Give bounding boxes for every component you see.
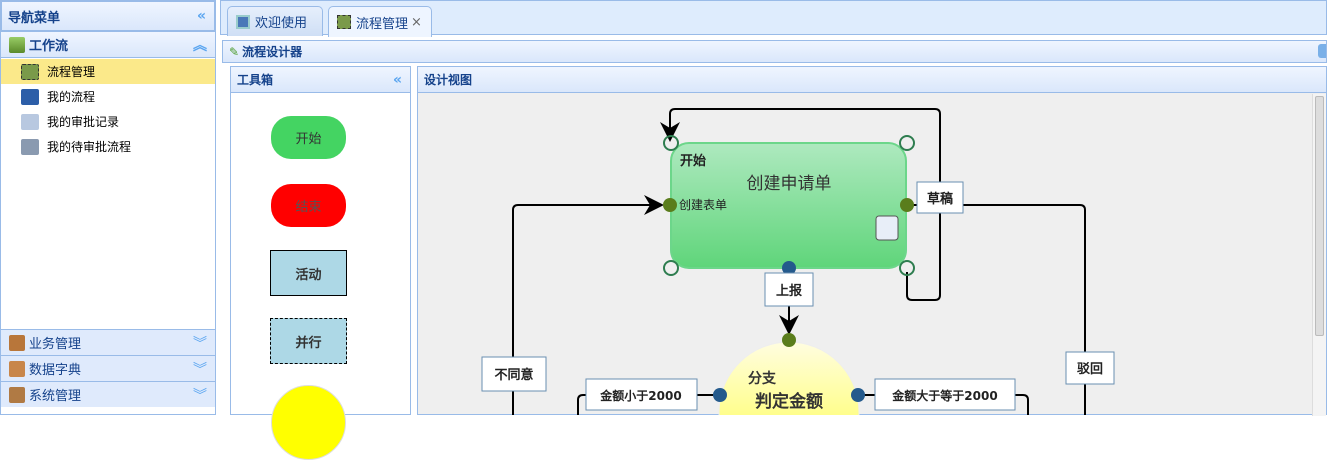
expand-icon[interactable]: ︾	[193, 361, 207, 378]
node-type: 分支	[748, 370, 777, 387]
edge-disagree	[512, 195, 664, 415]
collapse-left-icon[interactable]: «	[196, 8, 206, 24]
accordion-dictionary[interactable]: 数据字典 ︾	[1, 355, 215, 381]
drawer-icon	[9, 334, 25, 351]
tool-label: 开始	[295, 132, 322, 147]
toolbox-title: 工具箱	[237, 73, 274, 87]
collapse-left-icon[interactable]: «	[392, 71, 402, 88]
tab-bar: 欢迎使用 流程管理×	[220, 0, 1327, 37]
edge-reject	[910, 204, 1086, 415]
tool-start[interactable]: 开始	[271, 116, 346, 159]
nav-item-pending-approval[interactable]: 我的待审批流程	[1, 134, 215, 159]
tool-button[interactable]	[1318, 44, 1326, 58]
node-name: 判定金额	[755, 391, 823, 412]
toolbox-panel: 工具箱 « 开始 结束 活动 并行	[230, 66, 411, 460]
tool-label: 活动	[295, 267, 322, 283]
group-label: 数据字典	[29, 363, 82, 378]
group-label: 业务管理	[29, 337, 82, 352]
save-icon	[21, 88, 39, 105]
accordion-system[interactable]: 系统管理 ︾	[1, 381, 215, 407]
nav-item-approval-records[interactable]: 我的审批记录	[1, 109, 215, 134]
panel-title: 流程设计器	[242, 45, 303, 59]
node-name: 创建申请单	[747, 174, 832, 194]
edge-label-draft[interactable]: 草稿	[927, 191, 953, 207]
pencil-icon: ✎	[229, 44, 240, 59]
tab-label: 欢迎使用	[255, 16, 308, 31]
toolbox-header: 工具箱 «	[231, 67, 410, 93]
edge-label-reject[interactable]: 驳回	[1077, 362, 1103, 377]
gear-icon	[236, 14, 250, 29]
tab-welcome[interactable]: 欢迎使用	[227, 6, 323, 36]
node-settings-button[interactable]	[875, 215, 899, 241]
expand-icon[interactable]: ︾	[193, 387, 207, 404]
node-type: 开始	[680, 153, 706, 169]
box-icon	[9, 386, 25, 403]
ports	[663, 198, 914, 402]
edge-less	[577, 394, 720, 415]
workflow-icon	[9, 36, 25, 53]
edge-label-disagree[interactable]: 不同意	[494, 367, 533, 383]
vertical-scrollbar[interactable]	[1312, 94, 1326, 416]
accordion-business[interactable]: 业务管理 ︾	[1, 329, 215, 355]
nav-header: 导航菜单 «	[1, 1, 215, 31]
presentation-icon	[21, 113, 39, 130]
address-book-icon	[9, 360, 25, 377]
book-icon	[21, 138, 39, 155]
tab-label: 流程管理	[356, 16, 409, 32]
edge-more	[858, 394, 1029, 415]
section-label: 工作流	[29, 39, 69, 54]
nav-item-label: 我的流程	[47, 90, 96, 104]
scrollbar-thumb[interactable]	[1315, 96, 1324, 336]
tool-activity[interactable]: 活动	[270, 250, 347, 296]
resize-handles	[663, 135, 915, 276]
tool-parallel[interactable]: 并行	[270, 318, 347, 364]
design-view: 设计视图	[417, 66, 1327, 416]
tab-close-icon[interactable]: ×	[411, 14, 422, 30]
nav-item-label: 我的审批记录	[47, 115, 120, 129]
tool-label: 结束	[295, 200, 322, 215]
edge-label-less[interactable]: 金额小于2000	[599, 388, 681, 403]
design-header: 设计视图	[418, 67, 1326, 93]
tab-process-management[interactable]: 流程管理×	[328, 6, 432, 37]
design-title: 设计视图	[424, 73, 473, 87]
node-form: 创建表单	[679, 198, 727, 212]
nav-title: 导航菜单	[8, 10, 61, 26]
nav-item-my-process[interactable]: 我的流程	[1, 84, 215, 109]
nav-item-process-management[interactable]: 流程管理	[1, 59, 215, 84]
tool-label: 并行	[295, 335, 322, 351]
tool-branch[interactable]	[271, 385, 346, 460]
tool-end[interactable]: 结束	[271, 184, 346, 227]
process-icon	[337, 15, 351, 29]
edge-label-more[interactable]: 金额大于等于2000	[891, 388, 997, 403]
group-label: 系统管理	[29, 389, 82, 404]
edge-label-report[interactable]: 上报	[776, 284, 803, 299]
collapse-up-icon[interactable]: ︽	[193, 37, 207, 54]
nav-item-label: 我的待审批流程	[47, 140, 132, 154]
expand-icon[interactable]: ︾	[193, 335, 207, 352]
flow-canvas[interactable]: 开始 创建申请单 创建表单 分支 判定金额 草稿 上报 不同意 驳回 金额小于2…	[418, 93, 1313, 415]
nav-item-label: 流程管理	[47, 65, 96, 79]
navigation-panel: 导航菜单 « 工作流 ︽ 流程管理 我的流程 我的审批记录 我的待审批流程 业务…	[0, 0, 216, 415]
accordion-workflow[interactable]: 工作流 ︽	[1, 31, 215, 57]
panel-header: ✎流程设计器	[222, 40, 1327, 63]
process-icon	[21, 63, 39, 80]
